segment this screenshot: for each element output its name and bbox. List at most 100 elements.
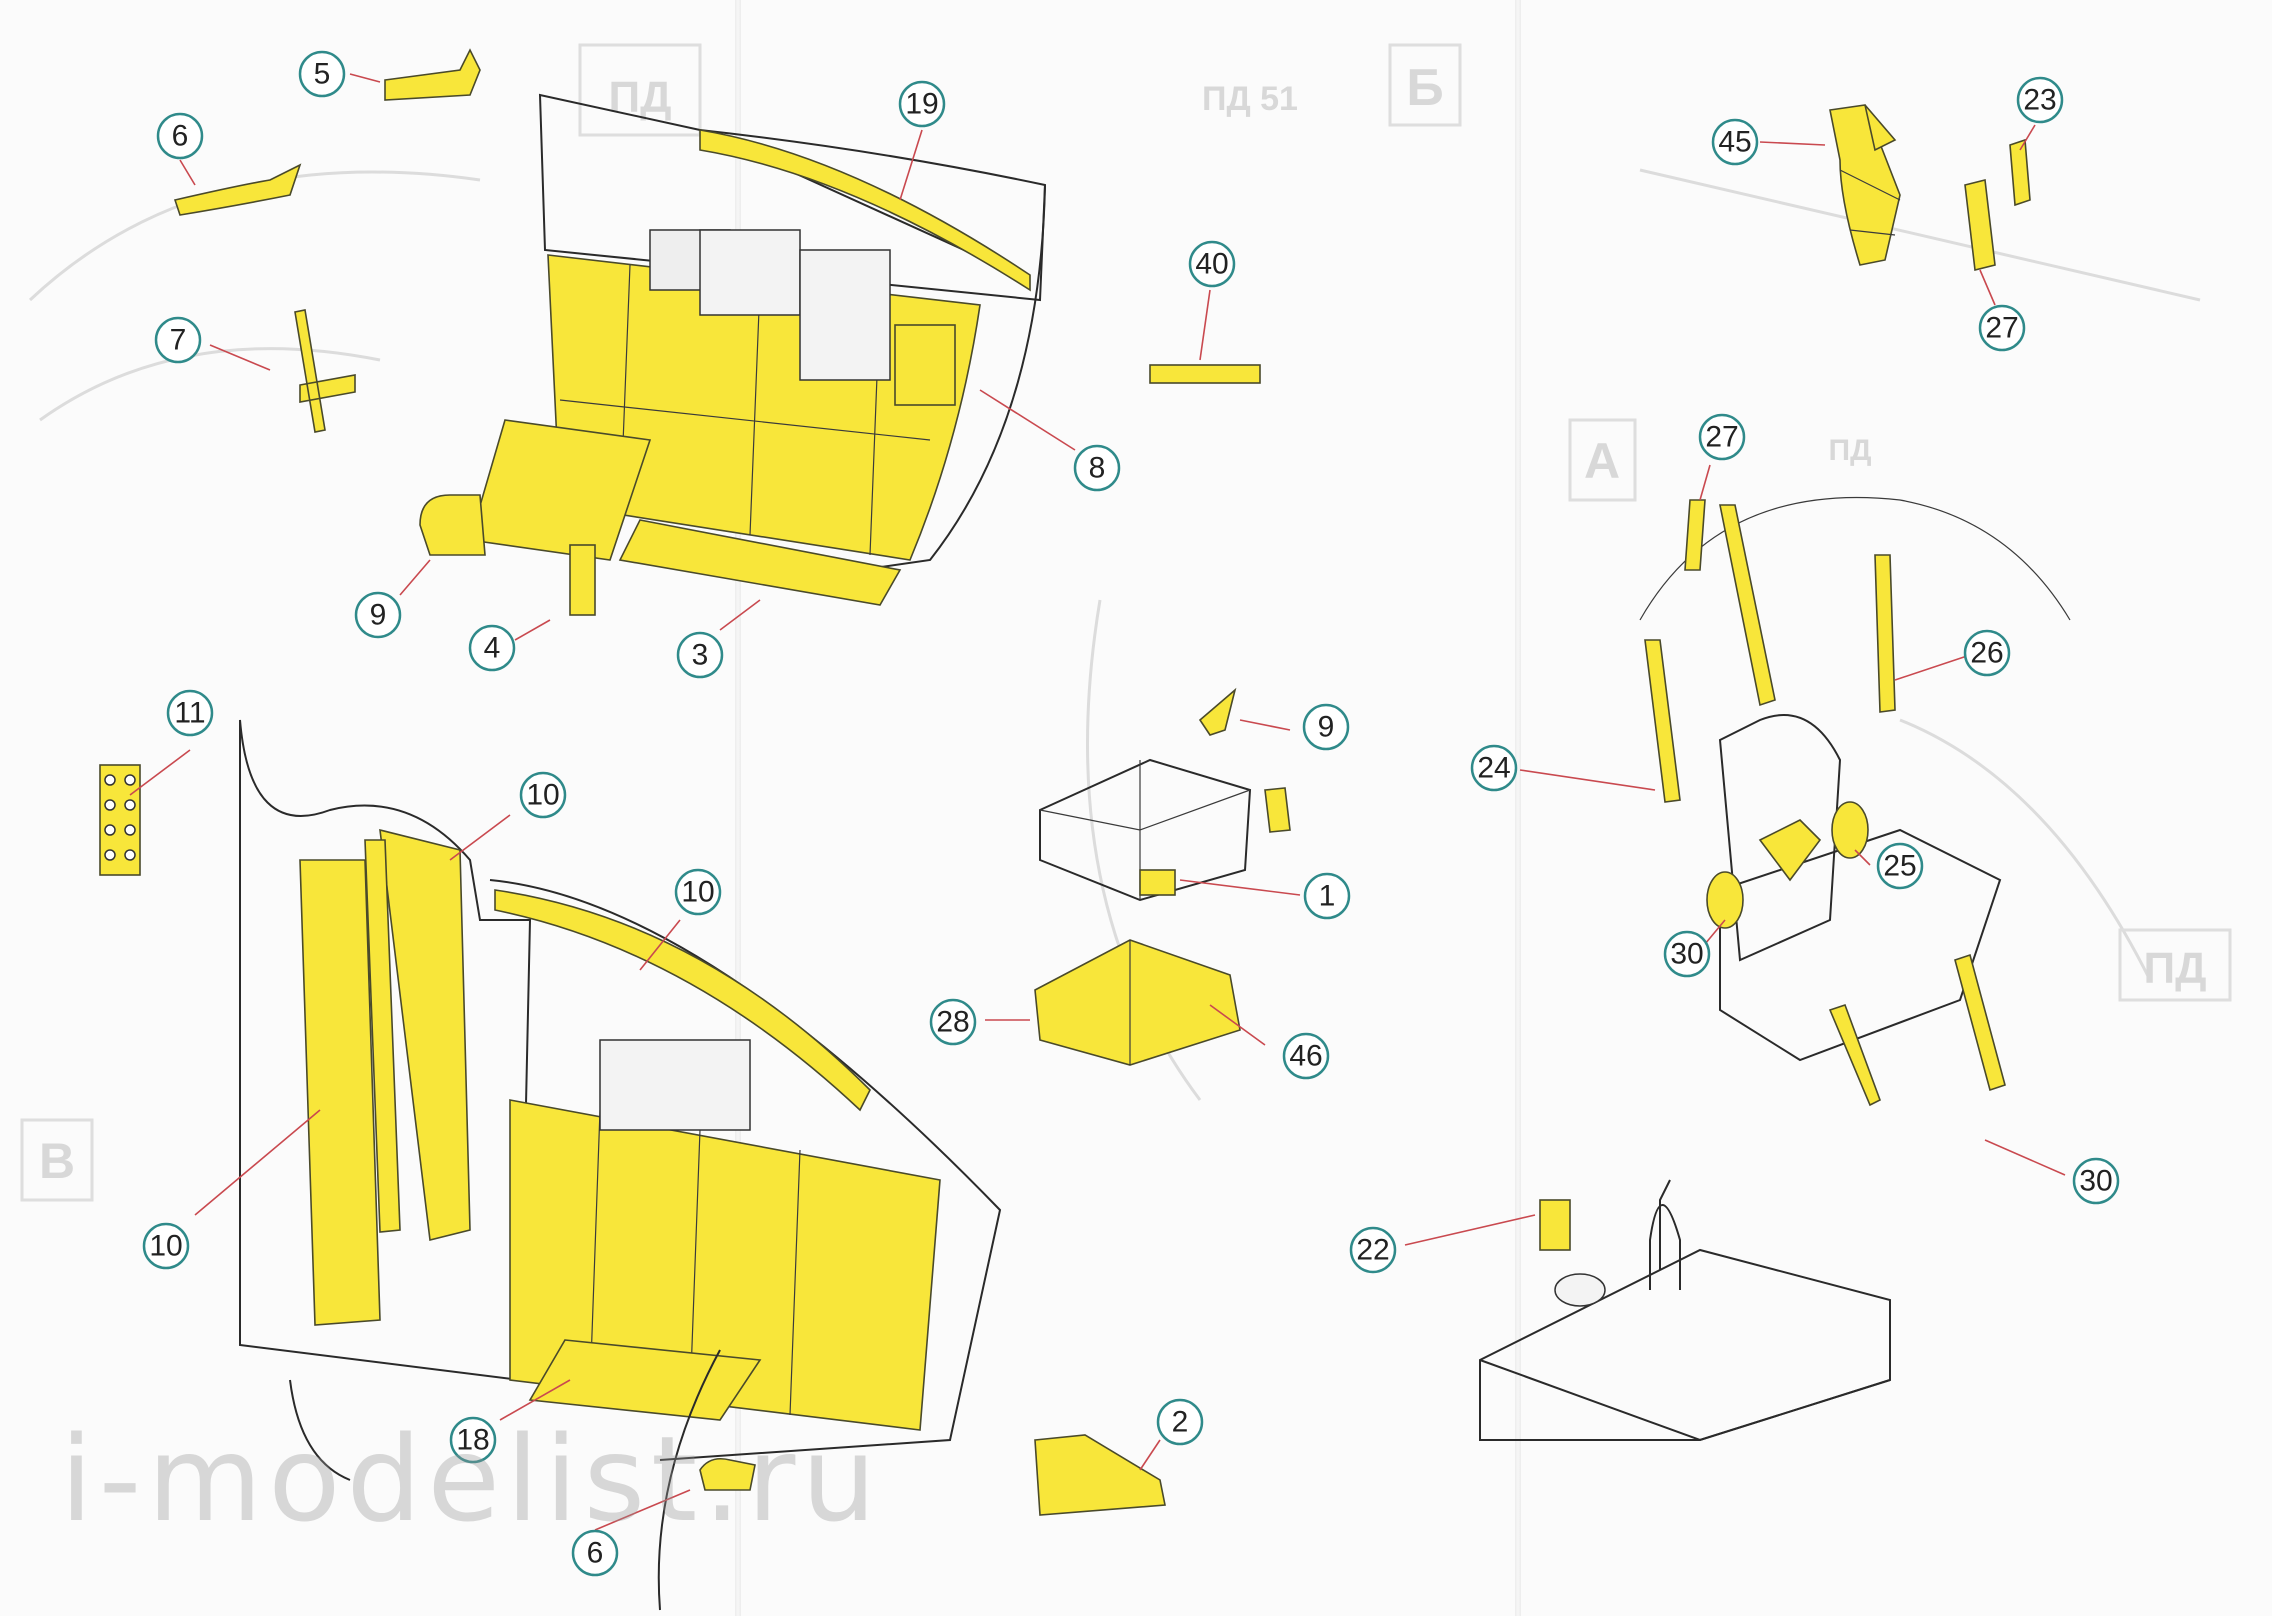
part-25 <box>1644 639 1681 803</box>
bg-mark: ПД <box>609 73 672 122</box>
callout-circle <box>298 50 346 98</box>
callout-10: 10 <box>519 771 567 819</box>
callout-label: 27 <box>1705 421 1738 454</box>
part-23 <box>1829 104 1901 266</box>
callout-circle <box>1188 240 1236 288</box>
callout-circle <box>166 689 214 737</box>
callout-label: 24 <box>1477 752 1510 785</box>
part-23-tab <box>1864 104 1897 152</box>
part-4 <box>569 544 596 616</box>
part-5 <box>384 48 481 101</box>
callout-24: 24 <box>1470 744 1518 792</box>
callout-circle <box>1073 444 1121 492</box>
callout-label: 9 <box>370 599 387 632</box>
bg-mark: A <box>1584 433 1620 489</box>
callout-22: 22 <box>1349 1226 1397 1274</box>
callout-circle <box>519 771 567 819</box>
part-6-bottom <box>1034 1434 1166 1516</box>
callout-6: 6 <box>156 112 204 160</box>
callout-10: 10 <box>142 1222 190 1270</box>
callout-11: 11 <box>166 689 214 737</box>
callout-label: 30 <box>2079 1165 2112 1198</box>
part-27-lower <box>1964 179 1996 271</box>
harness-top <box>1829 104 2031 271</box>
part-9-bottom <box>699 1457 756 1491</box>
callout-circle <box>898 80 946 128</box>
callout-circle <box>468 624 516 672</box>
sheet-fold <box>735 0 741 1616</box>
callout-6: 6 <box>571 1529 619 1577</box>
callout-label: 46 <box>1289 1040 1322 1073</box>
part-6-top <box>173 163 302 216</box>
callout-5: 5 <box>298 50 346 98</box>
cockpit-wall-top <box>468 93 1261 606</box>
callout-circle <box>1303 872 1351 920</box>
bg-mark: В <box>39 1133 75 1189</box>
callout-label: 6 <box>172 120 189 153</box>
callout-30: 30 <box>2072 1157 2120 1205</box>
callout-23: 23 <box>2016 76 2064 124</box>
callout-circle <box>1978 304 2026 352</box>
callout-label: 18 <box>456 1424 489 1457</box>
part-29 <box>1539 1199 1571 1251</box>
part-10-large <box>299 859 381 1326</box>
part-28-small <box>1139 869 1176 896</box>
callout-28: 28 <box>929 998 977 1046</box>
callout-label: 11 <box>174 697 205 730</box>
callout-2: 2 <box>1156 1398 1204 1446</box>
callout-30: 30 <box>1663 930 1711 978</box>
leader-lines <box>129 73 2066 1531</box>
callout-circle <box>154 316 202 364</box>
callout-label: 25 <box>1883 850 1916 883</box>
callout-circle <box>1302 703 1350 751</box>
callout-18: 18 <box>449 1416 497 1464</box>
part-27-upper <box>2009 138 2031 207</box>
part-7 <box>294 309 356 433</box>
part-1 <box>1198 687 1237 736</box>
seat-assembly-mid <box>1034 687 1291 1066</box>
callout-circle <box>2016 76 2064 124</box>
callout-label: 8 <box>1089 452 1106 485</box>
part-22-a <box>1828 1003 1881 1107</box>
callout-9: 9 <box>1302 703 1350 751</box>
callout-label: 27 <box>1985 312 2018 345</box>
watermark: i-modelist.ru <box>60 1410 883 1548</box>
part-46 <box>1034 939 1241 1066</box>
callout-7: 7 <box>154 316 202 364</box>
coaming-18 <box>494 889 871 1112</box>
part-26-strap <box>1719 504 1776 707</box>
callout-9: 9 <box>354 591 402 639</box>
cockpit-floor <box>1479 1179 1891 1442</box>
part-22-b <box>1954 953 2006 1092</box>
callout-27: 27 <box>1698 413 1746 461</box>
callout-27: 27 <box>1978 304 2026 352</box>
callout-label: 2 <box>1172 1406 1189 1439</box>
callout-circle <box>1470 744 1518 792</box>
callout-label: 10 <box>149 1230 182 1263</box>
cockpit-wall-bottom <box>99 719 1166 1611</box>
callout-40: 40 <box>1188 240 1236 288</box>
callout-label: 40 <box>1195 248 1228 281</box>
callout-circle <box>1663 930 1711 978</box>
callout-label: 10 <box>681 876 714 909</box>
bg-mark: Б <box>1406 59 1443 117</box>
callout-1: 1 <box>1303 872 1351 920</box>
part-30-left <box>1706 871 1744 929</box>
callout-label: 28 <box>936 1006 969 1039</box>
part-30-right <box>1831 801 1869 859</box>
callout-label: 1 <box>1319 880 1336 913</box>
callout-label: 26 <box>1970 637 2003 670</box>
callout-circle <box>674 868 722 916</box>
callout-8: 8 <box>1073 444 1121 492</box>
callout-label: 19 <box>905 88 938 121</box>
callout-46: 46 <box>1282 1032 1330 1080</box>
coaming-19 <box>699 129 1031 292</box>
callout-label: 5 <box>314 58 331 91</box>
callout-circle <box>929 998 977 1046</box>
callout-26: 26 <box>1963 629 2011 677</box>
part-10-strip <box>364 839 401 1233</box>
bg-mark: ПД <box>2144 944 2207 993</box>
callout-circle <box>1156 1398 1204 1446</box>
part-9-top <box>419 494 486 556</box>
